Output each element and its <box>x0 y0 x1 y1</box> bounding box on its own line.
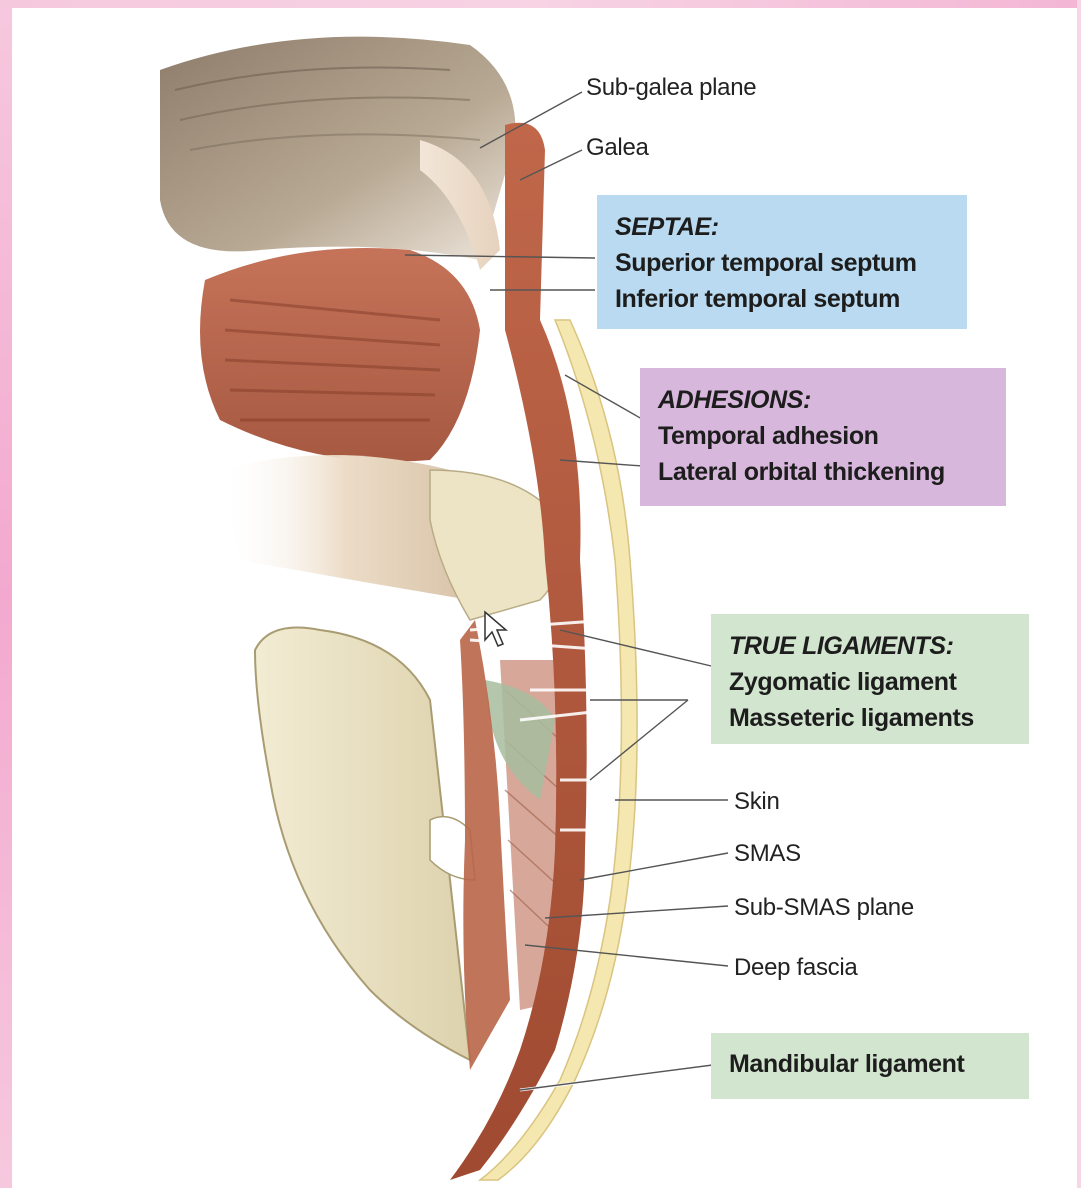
septae-item: Inferior temporal septum <box>615 281 951 317</box>
true-ligaments-item: Zygomatic ligament <box>729 664 1013 700</box>
label-sub-smas-plane: Sub-SMAS plane <box>734 894 914 922</box>
scalp-hair <box>160 37 515 270</box>
adhesions-heading: ADHESIONS: <box>658 382 990 418</box>
true-ligaments-heading: TRUE LIGAMENTS: <box>729 628 1013 664</box>
true-ligaments-box: TRUE LIGAMENTS: Zygomatic ligament Masse… <box>711 614 1029 744</box>
true-ligaments-item: Masseteric ligaments <box>729 700 1013 736</box>
mandibular-ligament-label: Mandibular ligament <box>729 1046 1013 1082</box>
septae-item: Superior temporal septum <box>615 245 951 281</box>
adhesions-item: Lateral orbital thickening <box>658 454 990 490</box>
septae-heading: SEPTAE: <box>615 209 951 245</box>
label-smas: SMAS <box>734 840 801 868</box>
label-sub-galea-plane: Sub-galea plane <box>586 74 756 102</box>
adhesions-box: ADHESIONS: Temporal adhesion Lateral orb… <box>640 368 1006 506</box>
label-deep-fascia: Deep fascia <box>734 954 857 982</box>
septae-box: SEPTAE: Superior temporal septum Inferio… <box>597 195 967 329</box>
label-skin: Skin <box>734 788 780 816</box>
label-galea: Galea <box>586 134 649 162</box>
temporalis-muscle <box>200 248 480 462</box>
mandible <box>255 628 475 1061</box>
mandibular-ligament-box: Mandibular ligament <box>711 1033 1029 1099</box>
adhesions-item: Temporal adhesion <box>658 418 990 454</box>
